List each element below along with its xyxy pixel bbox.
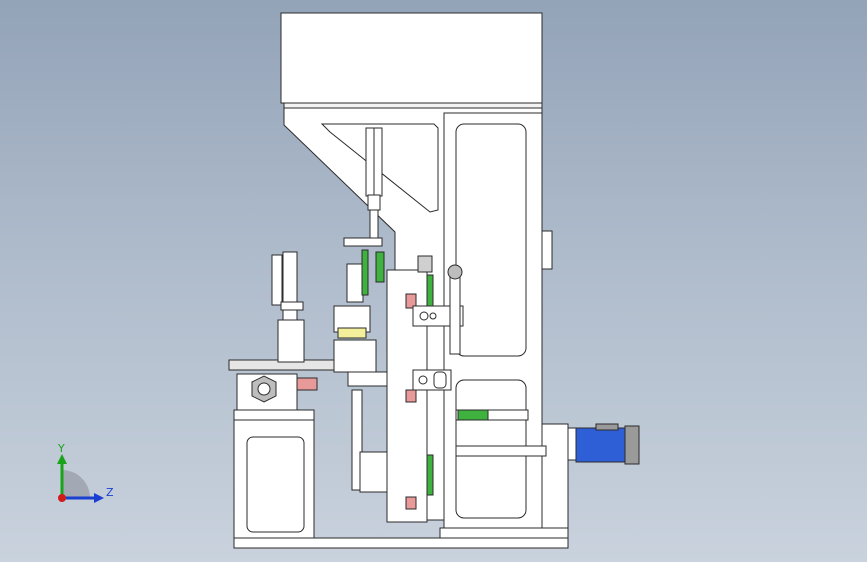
- left-cylinder-mount: [271, 254, 283, 306]
- column-lower-side: [541, 423, 569, 531]
- center-slider-foot: [347, 371, 389, 387]
- slide-pink-2: [405, 389, 417, 403]
- motor-coupler: [567, 427, 577, 461]
- triad-origin: [58, 494, 66, 502]
- y-axis-head: [57, 454, 67, 464]
- left-stand-window: [246, 436, 305, 533]
- center-bottom-block: [359, 451, 391, 493]
- center-guide-green-1: [361, 249, 369, 296]
- servo-motor-body: [575, 427, 631, 463]
- left-stand-top: [233, 409, 315, 421]
- center-guide-green-2: [375, 251, 385, 283]
- yellow-part: [337, 327, 367, 339]
- servo-motor-connector: [595, 423, 619, 431]
- clamp-bolt-2: [429, 312, 437, 320]
- top-housing: [280, 12, 543, 104]
- clamp-bolt-1: [419, 311, 429, 321]
- base-foot: [439, 527, 569, 539]
- slide-green-2: [426, 454, 434, 496]
- slide-pink-3: [405, 496, 417, 510]
- z-axis-head: [94, 493, 104, 503]
- horizontal-rail: [455, 409, 529, 421]
- center-vertical-post: [351, 389, 363, 491]
- y-axis-label: Y: [57, 442, 65, 455]
- triad-quadrant: [62, 470, 90, 498]
- center-guide-block: [346, 263, 364, 303]
- center-cylinder-cap: [367, 194, 381, 211]
- lower-clamp-slot: [433, 371, 447, 389]
- center-cylinder-rod: [369, 209, 379, 241]
- base-plate: [233, 537, 569, 549]
- left-cylinder-head: [280, 301, 304, 311]
- top-housing-lip: [283, 102, 543, 109]
- threaded-knob: [417, 255, 433, 273]
- horizontal-rail-lower: [455, 445, 547, 457]
- left-cylinder-body: [277, 319, 305, 363]
- left-rail-block: [296, 377, 318, 391]
- slide-pink-1: [405, 293, 417, 309]
- adjust-screw-knob: [447, 264, 463, 280]
- center-slider-lower: [333, 339, 377, 373]
- column-window-upper: [455, 123, 527, 357]
- z-axis-label: Z: [106, 486, 114, 499]
- center-plate: [343, 237, 383, 247]
- lower-clamp-bolt-1: [418, 375, 428, 385]
- adjust-screw: [449, 267, 461, 355]
- servo-motor-cap: [624, 425, 640, 465]
- column-side-tab: [541, 230, 553, 270]
- hex-knob-center: [257, 382, 271, 396]
- coordinate-triad: Y Z: [57, 442, 114, 503]
- horizontal-rail-green: [457, 409, 489, 421]
